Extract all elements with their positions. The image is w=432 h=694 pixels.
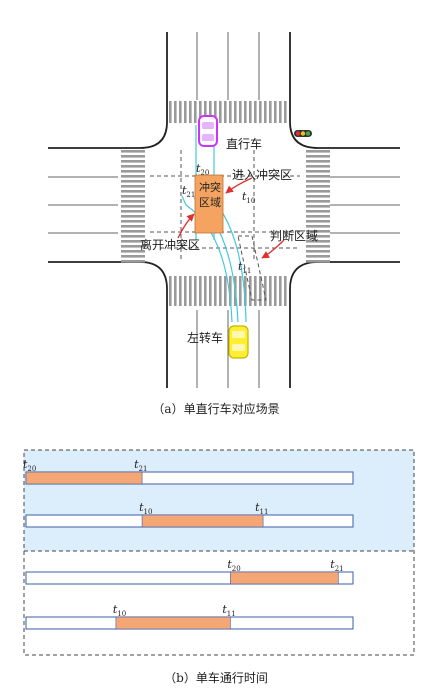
crosswalks [121, 101, 330, 306]
time-mark-t21: t21 [182, 184, 195, 199]
timing-chart: t20 t21 t10 t11 t20 t21 t10 t11 （b）单车通行时间 [23, 449, 415, 685]
straight-car-label: 直行车 [226, 136, 262, 151]
road-edge-ne [289, 32, 400, 149]
enter-zone-label: 进入冲突区 [232, 167, 292, 182]
left-car-label: 左转车 [187, 330, 223, 345]
conflict-zone [194, 174, 224, 234]
bar-end-label: t11 [255, 501, 268, 516]
bar-end-label: t21 [134, 458, 147, 473]
occupied-segment-g1-r2 [141, 514, 264, 528]
timing-bars: t20 t21 t10 t11 t20 t21 t10 t11 [23, 458, 354, 630]
judge-area-outline [237, 235, 267, 301]
time-mark-t20: t20 [196, 162, 209, 177]
time-mark-t11: t11 [238, 260, 251, 275]
occupied-segment-g2-r2 [115, 616, 231, 630]
lane-lines [48, 32, 400, 388]
conflict-zone-label-line2: 区域 [199, 196, 221, 209]
caption-a: （a）单直行车对应场景 [152, 401, 279, 416]
road-edge-nw [48, 32, 168, 149]
traffic-light-icon [294, 130, 312, 137]
leave-zone-label: 离开冲突区 [140, 237, 200, 252]
bar-end-label: t11 [222, 603, 235, 618]
road-edge-sw [48, 261, 168, 388]
bar-start-label: t20 [23, 458, 36, 473]
time-mark-t10: t10 [242, 190, 255, 205]
road-edge-se [289, 261, 400, 388]
intersection-scene: 冲突 区域 直行车 进入冲突区 判断区域 [48, 32, 400, 416]
annotation-arrows [177, 177, 285, 259]
straight-car-icon [198, 115, 218, 147]
bar-end-label: t21 [330, 558, 343, 573]
occupied-segment-g1-r1 [25, 471, 143, 485]
bar-start-label: t10 [139, 501, 152, 516]
conflict-zone-label-line1: 冲突 [199, 180, 221, 194]
judge-zone-label: 判断区域 [270, 228, 318, 243]
occupied-segment-g2-r1 [230, 571, 339, 585]
timing-frame [23, 449, 415, 656]
group1-shading [24, 450, 414, 551]
bar-start-label: t20 [227, 558, 240, 573]
caption-b: （b）单车通行时间 [164, 670, 268, 685]
bar-start-label: t10 [113, 603, 126, 618]
left-car-icon [228, 325, 249, 359]
